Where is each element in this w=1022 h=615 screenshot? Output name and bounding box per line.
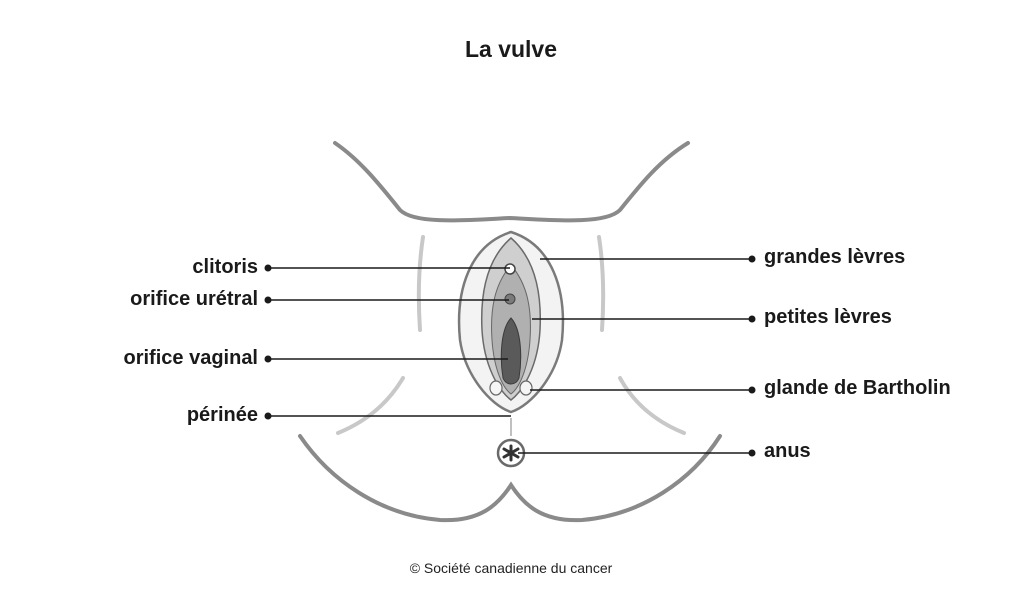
diagram-title: La vulve — [464, 36, 558, 62]
bartholin-gland-right — [519, 380, 533, 396]
clitoris-shape — [504, 263, 516, 275]
label-labia-minora: petites lèvres — [764, 306, 892, 328]
label-labia-majora: grandes lèvres — [764, 246, 906, 268]
label-clitoris: clitoris — [192, 256, 258, 278]
label-anus: anus — [764, 440, 811, 462]
urethral-opening-shape — [504, 293, 516, 305]
leader-lines-left — [268, 267, 511, 417]
label-vaginal-orifice: orifice vaginal — [123, 347, 259, 369]
label-perineum: périnée — [186, 404, 258, 426]
thigh-lines — [336, 235, 686, 435]
body-outline — [298, 141, 722, 523]
bartholin-gland-left — [489, 380, 503, 396]
leader-lines-right — [518, 258, 752, 454]
leader-dots-right — [748, 255, 756, 457]
leader-dots-left — [264, 264, 272, 420]
label-urethral-orifice: orifice urétral — [130, 288, 258, 310]
copyright-notice: © Société canadienne du cancer — [409, 560, 613, 576]
vaginal-opening-shape — [500, 317, 522, 385]
anus-shape — [502, 444, 520, 462]
label-bartholin-gland: glande de Bartholin — [764, 377, 951, 399]
